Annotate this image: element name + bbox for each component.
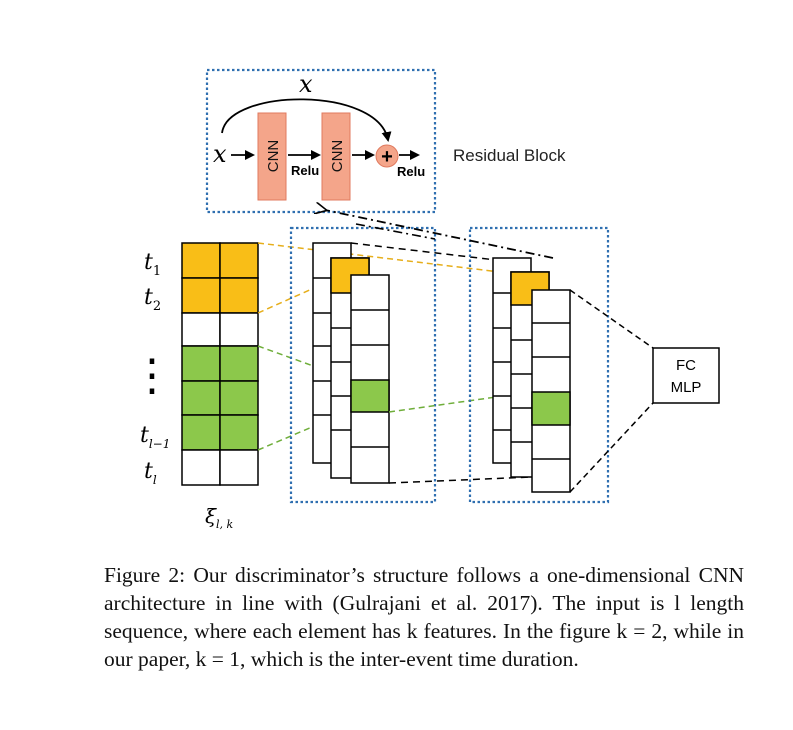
matrix-cell xyxy=(219,242,259,279)
discriminator-diagram: x x CNN Relu CNN + Relu Residual Block t… xyxy=(130,68,720,531)
yellow-connector xyxy=(257,242,501,273)
yellow-connector xyxy=(257,279,333,314)
time-label-tl-1: tl−1 xyxy=(140,423,170,451)
residual-block-label: Residual Block xyxy=(453,146,566,165)
mlp-label: MLP xyxy=(671,379,702,396)
fc-label: FC xyxy=(676,357,696,374)
feature-stack-1 xyxy=(312,242,390,484)
matrix-cell xyxy=(181,414,221,451)
figure-caption: Figure 2: Our discriminator’s structure … xyxy=(104,563,744,671)
matrix-cell xyxy=(181,277,221,314)
matrix-cell xyxy=(219,449,259,486)
matrix-cell xyxy=(219,277,259,314)
matrix-cell xyxy=(219,380,259,416)
cnn-stage-1-frame xyxy=(289,226,437,504)
time-label-t1: t1 xyxy=(144,250,161,279)
matrix-cell xyxy=(181,380,221,416)
stage-connector xyxy=(388,476,533,484)
matrix-cell xyxy=(219,312,259,347)
matrix-label: ξl, k xyxy=(205,504,234,531)
sum-node xyxy=(375,144,399,168)
fc-connector xyxy=(569,402,654,493)
fc-mlp-box xyxy=(652,347,720,404)
relu-label-2: Relu xyxy=(397,164,425,179)
time-label-t2: t2 xyxy=(144,285,161,314)
matrix-cell xyxy=(181,449,221,486)
relu-label-1: Relu xyxy=(291,163,319,178)
matrix-cell xyxy=(181,312,221,347)
skip-symbol: x xyxy=(299,70,313,98)
feature-stack-2 xyxy=(492,257,571,493)
input-matrix xyxy=(181,242,259,486)
cnn-layer-1 xyxy=(257,112,287,201)
cnn-stage-2-frame xyxy=(468,226,610,504)
cnn-layer-1-label: CNN xyxy=(265,140,282,173)
residual-reference-arrow xyxy=(325,210,554,259)
cnn-layer-2-label: CNN xyxy=(329,140,346,173)
matrix-cell xyxy=(181,345,221,382)
input-symbol: x xyxy=(213,140,227,168)
residual-reference-line xyxy=(355,223,436,240)
skip-connection-arrow xyxy=(221,98,392,142)
matrix-cell xyxy=(219,345,259,382)
stage-connector xyxy=(350,242,497,261)
sum-symbol: + xyxy=(381,146,393,168)
time-label-tl: tl xyxy=(144,459,157,487)
fc-connector xyxy=(569,289,654,349)
cnn-layer-2 xyxy=(321,112,351,201)
vertical-ellipsis: ⋮ xyxy=(130,350,174,401)
residual-block-frame xyxy=(205,68,437,214)
matrix-cell xyxy=(181,242,221,279)
matrix-cell xyxy=(219,414,259,451)
